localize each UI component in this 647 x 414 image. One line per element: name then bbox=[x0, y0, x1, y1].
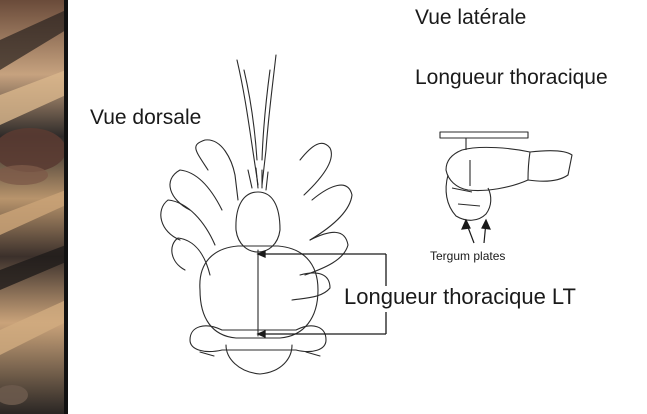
photo-texture bbox=[0, 10, 66, 405]
coconut-crab-lateral-drawing bbox=[439, 131, 573, 221]
photo-divider bbox=[64, 0, 68, 414]
lateral-view-title: Vue latérale bbox=[415, 6, 527, 29]
thoracic-length-title: Longueur thoracique bbox=[415, 66, 608, 89]
coconut-crab-dorsal-drawing bbox=[160, 54, 353, 375]
tergum-plates-label: Tergum plates bbox=[430, 249, 506, 263]
lt-measurement-lines bbox=[256, 250, 387, 338]
crab-photo-strip bbox=[0, 0, 66, 414]
tergum-arrows bbox=[461, 218, 491, 244]
thoracic-length-lt-label: Longueur thoracique LT bbox=[344, 284, 576, 309]
dorsal-view-title: Vue dorsale bbox=[90, 106, 202, 129]
